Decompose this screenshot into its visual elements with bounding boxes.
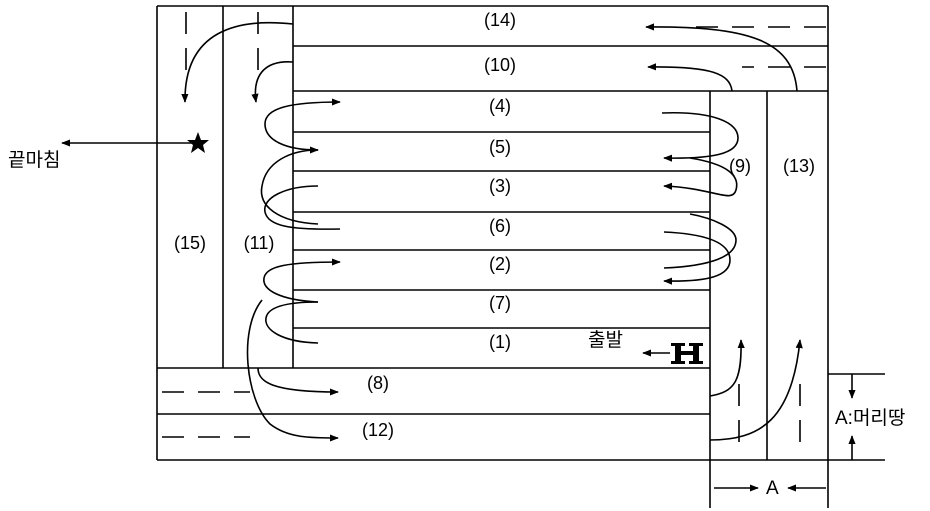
strip-label-9: (9) <box>729 156 751 176</box>
strip-label-4: (4) <box>489 96 511 116</box>
strip-label-12: (12) <box>362 420 394 440</box>
strip-labels: (14) (10) (4) (5) (3) (6) (2) (7) (1) (8… <box>174 10 815 440</box>
strip-label-3: (3) <box>489 176 511 196</box>
width-label: A <box>766 478 779 499</box>
start-label: 출발 <box>588 329 623 351</box>
headland-label: A:머리땅 <box>835 407 905 429</box>
star-icon <box>187 132 209 153</box>
strip-label-6: (6) <box>489 216 511 236</box>
strip-label-14: (14) <box>484 10 516 30</box>
strip-label-2: (2) <box>489 254 511 274</box>
field-lines <box>156 5 885 508</box>
tractor-icon <box>671 343 703 364</box>
strip-label-1: (1) <box>489 332 511 352</box>
turn-arrows <box>181 21 803 442</box>
strip-label-7: (7) <box>489 293 511 313</box>
strip-label-10: (10) <box>484 55 516 75</box>
strip-label-8: (8) <box>367 373 389 393</box>
strip-label-13: (13) <box>783 156 815 176</box>
strip-label-15: (15) <box>174 233 206 253</box>
strip-label-5: (5) <box>489 137 511 157</box>
strip-label-11: (11) <box>244 233 275 253</box>
end-label: 끝마침 <box>8 149 60 171</box>
straight-arrows <box>61 139 856 492</box>
